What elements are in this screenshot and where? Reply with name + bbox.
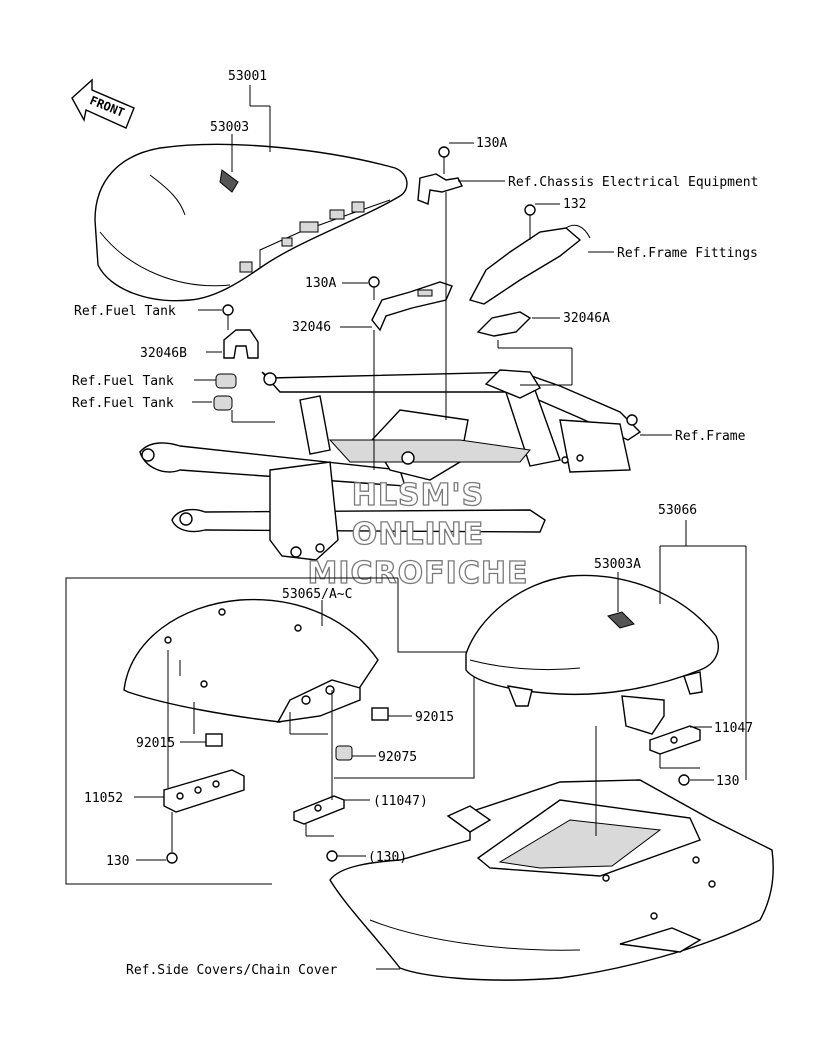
bolt-130-paren [326, 850, 338, 862]
bracket-11047 [649, 725, 701, 755]
label-11047-paren: (11047) [373, 794, 428, 809]
label-ref-chassis-electrical: Ref.Chassis Electrical Equipment [508, 175, 758, 190]
rubber-damper-1 [215, 373, 237, 389]
label-132: 132 [563, 197, 586, 212]
watermark-line-3: MICROFICHE [308, 556, 529, 591]
label-92015-right: 92015 [415, 710, 454, 725]
nut-92015-left [205, 733, 223, 747]
passenger-seat-53066 [465, 574, 719, 735]
label-ref-fuel-tank-2: Ref.Fuel Tank [72, 374, 174, 389]
label-32046B: 32046B [140, 346, 187, 361]
label-53066: 53066 [658, 503, 697, 518]
watermark-line-1: HLSM'S [352, 478, 484, 513]
stay-32046A [468, 204, 591, 337]
bracket-11052 [163, 769, 245, 813]
label-130-paren: (130) [368, 850, 407, 865]
label-130A-top: 130A [476, 136, 507, 151]
nut-92015-right [371, 707, 389, 721]
label-130-left: 130 [106, 854, 129, 869]
clamp-32046B [222, 304, 259, 359]
bolt-130-right [678, 774, 690, 786]
front-direction-arrow-icon: FRONT [71, 78, 135, 129]
part-labels: 53001 53003 130A Ref.Chassis Electrical … [72, 69, 758, 978]
seat-cowl [329, 779, 774, 981]
rubber-92075 [335, 745, 353, 761]
label-53065: 53065/A~C [282, 587, 352, 602]
label-32046A: 32046A [563, 311, 610, 326]
rubber-damper-2 [213, 395, 233, 411]
leader-lines [134, 85, 747, 970]
label-ref-fuel-tank-1: Ref.Fuel Tank [74, 304, 176, 319]
label-130-right: 130 [716, 774, 739, 789]
label-92015-left: 92015 [136, 736, 175, 751]
label-53001: 53001 [228, 69, 267, 84]
label-ref-fuel-tank-3: Ref.Fuel Tank [72, 396, 174, 411]
rear-subframe [139, 369, 642, 561]
label-ref-frame: Ref.Frame [675, 429, 746, 444]
label-11052: 11052 [84, 791, 123, 806]
label-11047: 11047 [714, 721, 753, 736]
bolt-130-left [166, 812, 178, 864]
rider-seat-53001 [94, 143, 408, 302]
label-53003A: 53003A [594, 557, 641, 572]
label-ref-side-covers: Ref.Side Covers/Chain Cover [126, 963, 337, 978]
watermark: HLSM'S ONLINE MICROFICHE [307, 477, 529, 591]
stay-32046 [368, 276, 453, 332]
seat-cover-53065 [123, 598, 379, 723]
label-32046: 32046 [292, 320, 331, 335]
label-130A-mid: 130A [305, 276, 336, 291]
label-92075: 92075 [378, 750, 417, 765]
watermark-line-2: ONLINE [352, 517, 485, 552]
label-53003: 53003 [210, 120, 249, 135]
label-ref-frame-fittings: Ref.Frame Fittings [617, 246, 758, 261]
bracket-11047-paren [293, 795, 345, 825]
bracket-chassis-electrical [417, 146, 463, 205]
